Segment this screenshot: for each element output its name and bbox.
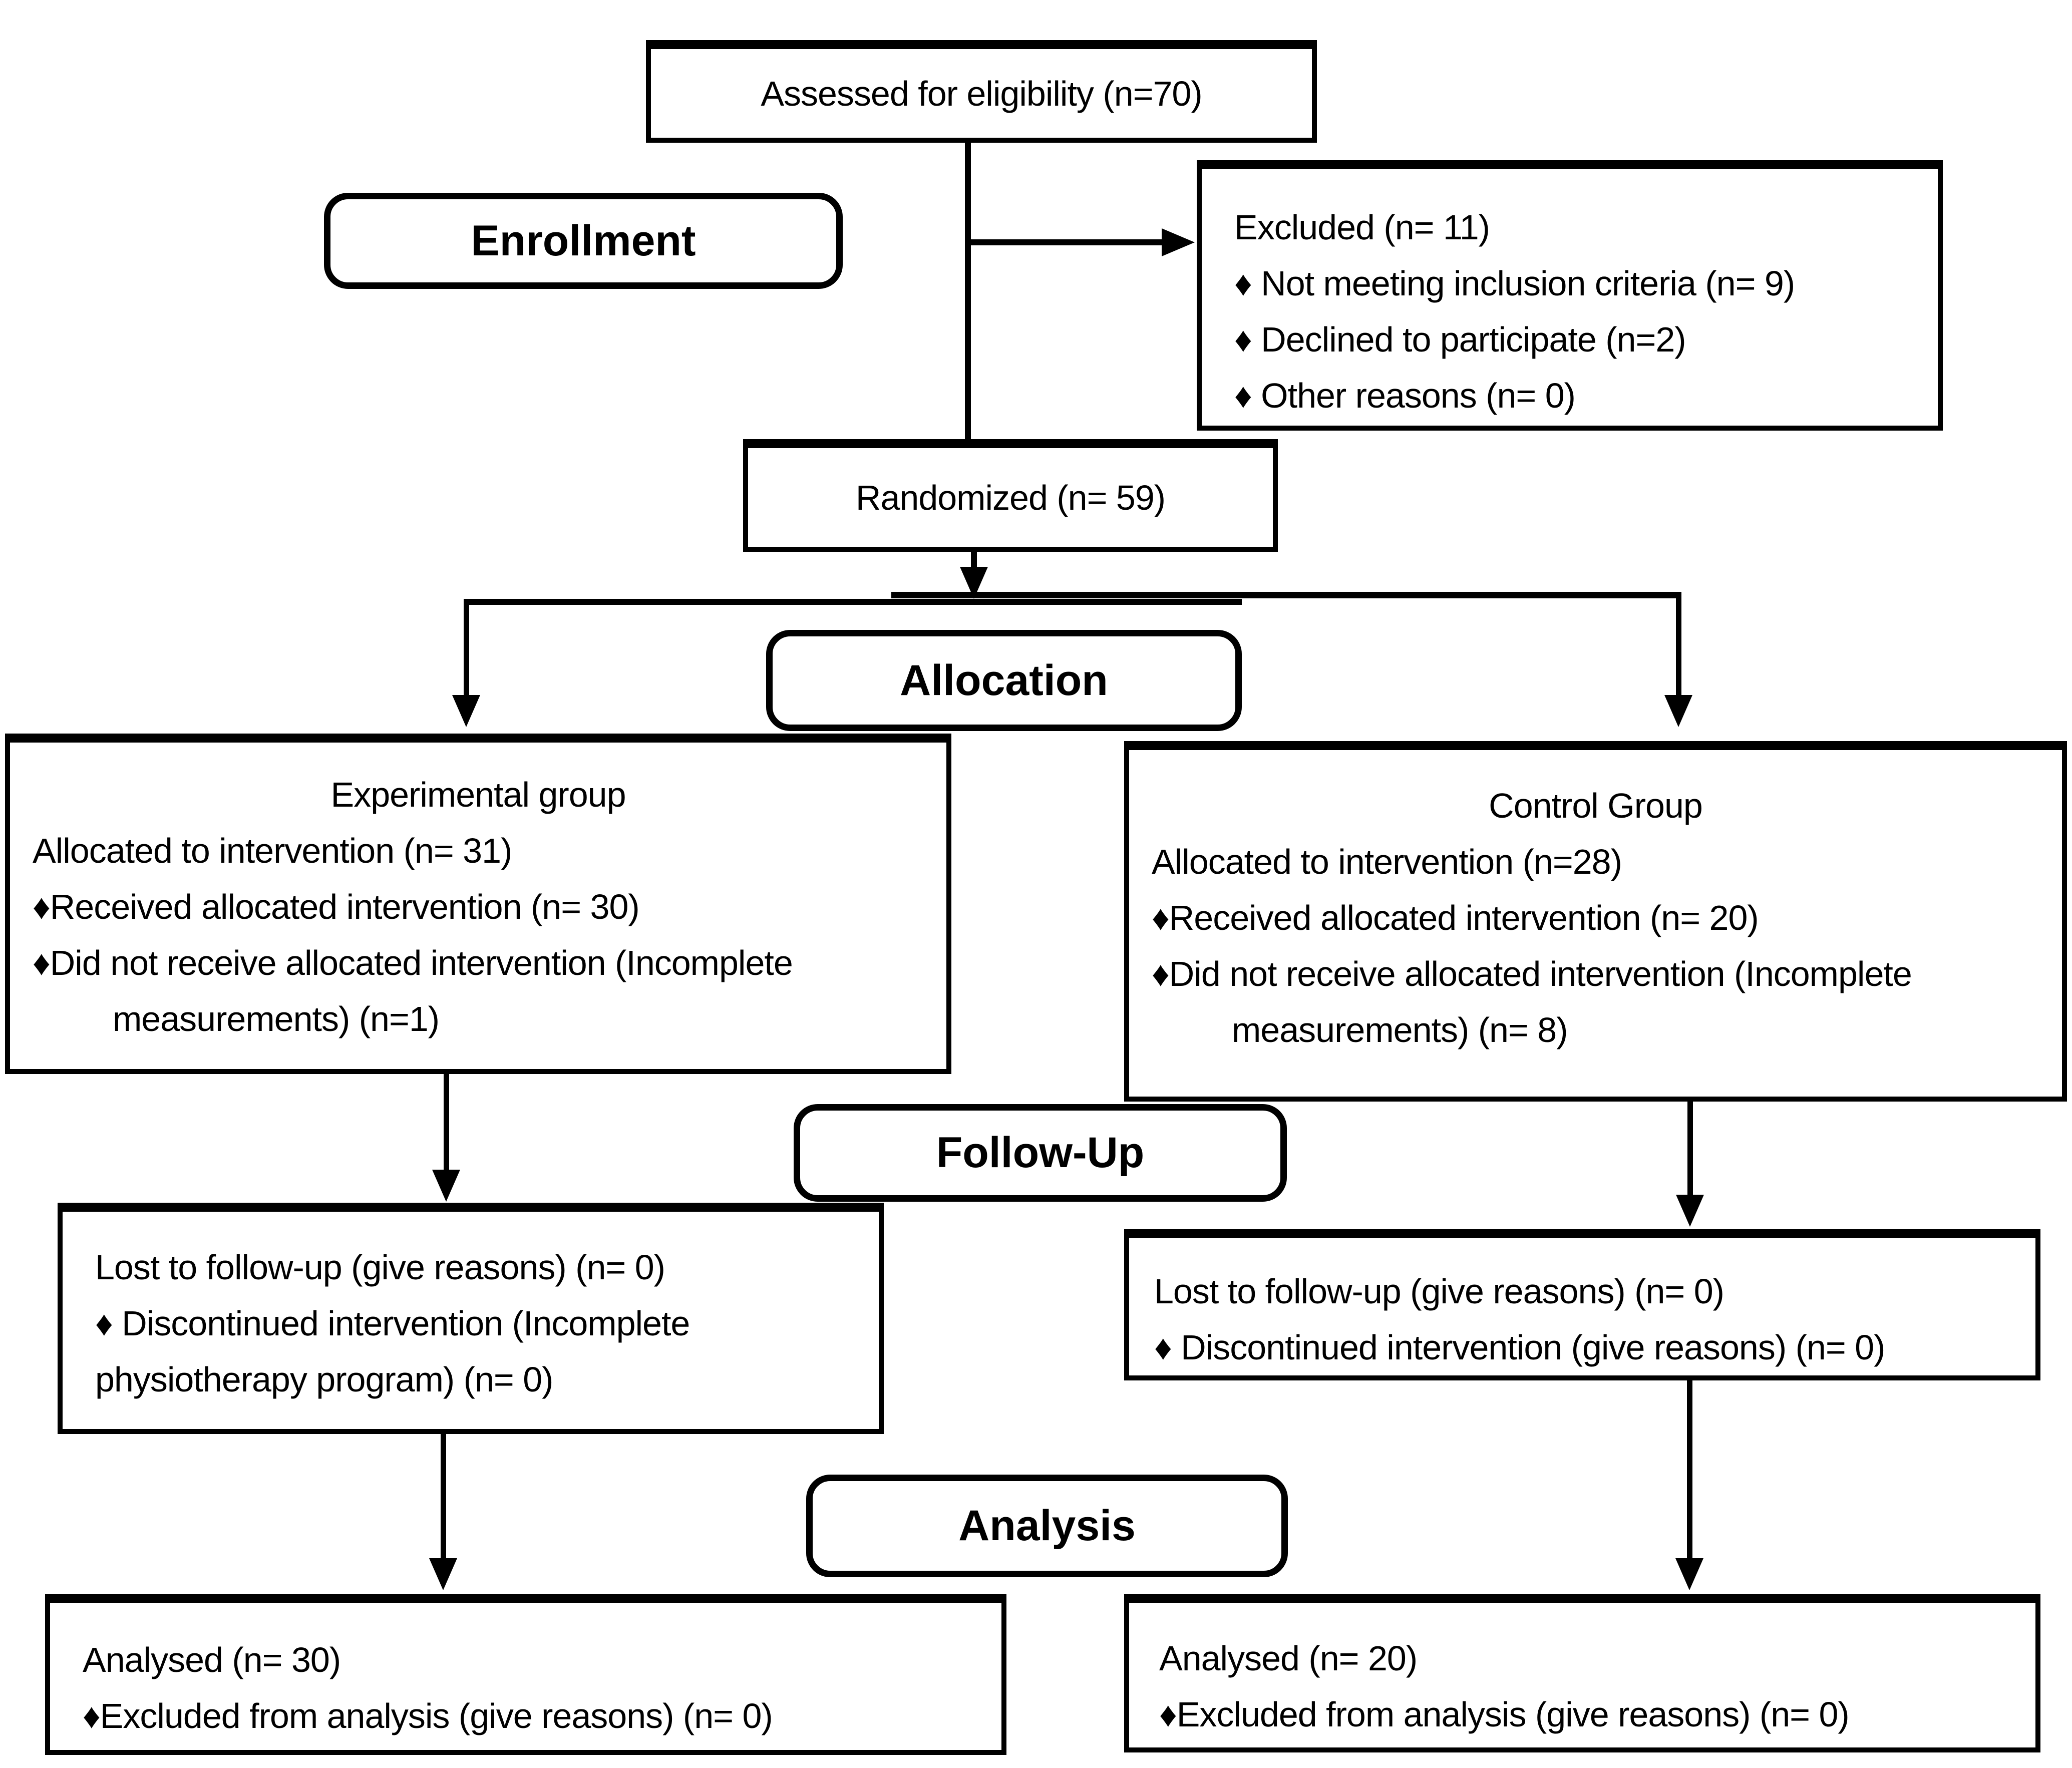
experimental-group-bullet: ♦Received allocated intervention (n= 30) — [33, 887, 640, 926]
stage-followup: Follow-Up — [794, 1104, 1287, 1202]
connector-ctrl-followup-to-analysis — [1687, 1379, 1692, 1559]
arrowhead-ctrl-group — [1664, 695, 1692, 727]
arrowhead-ctrl-analysis — [1675, 1558, 1703, 1590]
arrowhead-excluded — [1162, 228, 1195, 256]
experimental-group-bullet-cont: measurements) (n=1) — [113, 999, 440, 1038]
experimental-group-line: Allocated to intervention (n= 31) — [33, 831, 512, 870]
experimental-analysis-box: Analysed (n= 30) ♦Excluded from analysis… — [45, 1594, 1006, 1755]
connector-branch-to-exp-group — [464, 599, 469, 696]
excluded-bullet: ♦ Declined to participate (n=2) — [1234, 320, 1686, 359]
arrowhead-ctrl-followup — [1676, 1195, 1704, 1227]
stage-allocation: Allocation — [766, 630, 1242, 731]
control-analysis-line: Analysed (n= 20) — [1159, 1639, 1418, 1678]
control-analysis-bullet: ♦Excluded from analysis (give reasons) (… — [1159, 1695, 1850, 1734]
stage-analysis-label: Analysis — [958, 1502, 1136, 1550]
stage-enrollment: Enrollment — [324, 193, 843, 289]
randomized-box: Randomized (n= 59) — [743, 439, 1278, 552]
experimental-followup-box: Lost to follow-up (give reasons) (n= 0) … — [58, 1203, 884, 1434]
control-followup-line: Lost to follow-up (give reasons) (n= 0) — [1154, 1272, 1724, 1311]
experimental-analysis-bullet: ♦Excluded from analysis (give reasons) (… — [83, 1696, 773, 1735]
excluded-box: Excluded (n= 11) ♦ Not meeting inclusion… — [1197, 160, 1943, 431]
assessed-box: Assessed for eligibility (n=70) — [646, 40, 1317, 143]
experimental-followup-bullet-cont: physiotherapy program) (n= 0) — [95, 1360, 554, 1399]
control-group-bullet-cont: measurements) (n= 8) — [1232, 1010, 1568, 1049]
control-followup-bullet: ♦ Discontinued intervention (give reason… — [1154, 1328, 1885, 1367]
stage-enrollment-label: Enrollment — [471, 216, 696, 265]
assessed-text: Assessed for eligibility (n=70) — [761, 74, 1202, 113]
experimental-group-bullet: ♦Did not receive allocated intervention … — [33, 943, 793, 982]
connector-exp-followup-to-analysis — [441, 1433, 446, 1559]
experimental-group-box: Experimental group Allocated to interven… — [5, 734, 951, 1074]
excluded-line: Excluded (n= 11) — [1234, 208, 1490, 247]
stage-analysis: Analysis — [806, 1475, 1288, 1577]
connector-branch-to-ctrl-group — [1676, 592, 1681, 696]
stage-followup-label: Follow-Up — [936, 1129, 1145, 1177]
control-group-line: Allocated to intervention (n=28) — [1152, 842, 1622, 881]
connector-randomized-to-branch — [971, 551, 977, 568]
branch-line-left — [464, 599, 1242, 605]
branch-line-right — [891, 592, 1681, 598]
experimental-followup-line: Lost to follow-up (give reasons) (n= 0) — [95, 1248, 665, 1287]
experimental-group-title: Experimental group — [330, 775, 626, 814]
connector-ctrl-group-to-followup — [1687, 1101, 1693, 1196]
randomized-text: Randomized (n= 59) — [855, 478, 1166, 517]
experimental-followup-bullet: ♦ Discontinued intervention (Incomplete — [95, 1304, 690, 1343]
excluded-bullet: ♦ Other reasons (n= 0) — [1234, 376, 1576, 415]
connector-exp-group-to-followup — [444, 1073, 449, 1171]
arrowhead-exp-followup — [432, 1170, 460, 1202]
excluded-bullet: ♦ Not meeting inclusion criteria (n= 9) — [1234, 264, 1795, 303]
control-followup-box: Lost to follow-up (give reasons) (n= 0) … — [1124, 1229, 2040, 1380]
control-group-title: Control Group — [1489, 786, 1703, 825]
control-group-box: Control Group Allocated to intervention … — [1124, 741, 2067, 1102]
control-analysis-box: Analysed (n= 20) ♦Excluded from analysis… — [1124, 1594, 2040, 1752]
connector-to-excluded — [968, 239, 1163, 245]
arrowhead-exp-analysis — [429, 1558, 457, 1590]
connector-assessed-to-randomized — [965, 142, 971, 440]
control-group-bullet: ♦Received allocated intervention (n= 20) — [1152, 898, 1759, 937]
control-group-bullet: ♦Did not receive allocated intervention … — [1152, 954, 1912, 993]
arrowhead-exp-group — [452, 695, 480, 727]
experimental-analysis-line: Analysed (n= 30) — [83, 1640, 341, 1679]
stage-allocation-label: Allocation — [900, 656, 1108, 704]
